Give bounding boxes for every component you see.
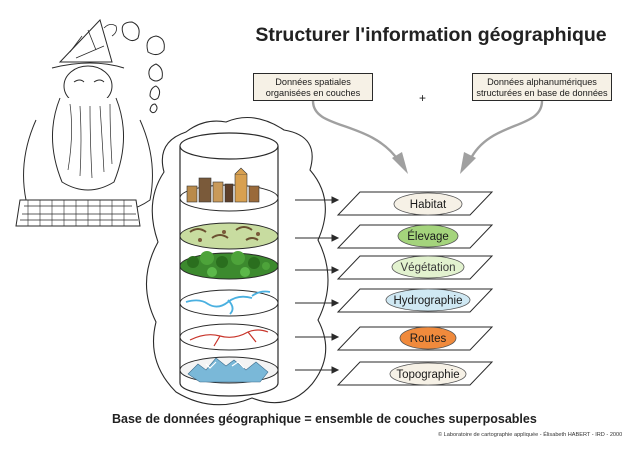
bottom-caption: Base de données géographique = ensemble … <box>112 412 537 426</box>
alphanumeric-data-box: Données alphanumériques structurées en b… <box>472 73 612 101</box>
layer-arrows <box>295 196 340 374</box>
layer-label-vegetation: Végétation <box>401 262 456 274</box>
layer-label-hydrography: Hydrographie <box>393 295 462 307</box>
layer-pill <box>385 288 471 312</box>
habitat-disc <box>179 167 279 212</box>
layer-pill <box>393 192 463 216</box>
layer-pill <box>399 326 457 350</box>
hydrography-plane: Hydrographie <box>336 288 494 313</box>
elevage-plane: Élevage <box>336 224 494 249</box>
topography-plane: Topographie <box>336 361 494 386</box>
layer-label-routes: Routes <box>410 333 447 345</box>
curved-arrows <box>311 100 544 174</box>
hydrography-disc <box>179 289 279 317</box>
wizard-illustration <box>15 19 153 227</box>
layer-label-habitat: Habitat <box>410 199 447 211</box>
credit-line: © Laboratoire de cartographie appliquée … <box>438 432 623 438</box>
layer-label-elevage: Élevage <box>407 230 449 243</box>
layer-label-topography: Topographie <box>396 369 459 381</box>
layer-pill <box>389 362 467 386</box>
elevage-disc <box>179 222 279 250</box>
page-title: Structurer l'information géographique <box>255 24 607 46</box>
speech-bubbles <box>121 21 165 114</box>
vegetation-disc <box>179 251 279 280</box>
habitat-plane: Habitat <box>336 191 494 216</box>
topography-disc <box>179 356 279 384</box>
plus-sign: + <box>419 91 427 105</box>
vegetation-plane: Végétation <box>336 255 494 280</box>
layer-planes: Habitat Élevage Végétation Hydrographie … <box>336 191 494 386</box>
layer-cylinder <box>179 132 279 397</box>
routes-plane: Routes <box>336 326 494 351</box>
routes-disc <box>179 323 279 351</box>
layer-pill <box>391 255 465 279</box>
layer-pill <box>397 224 459 248</box>
spatial-data-box: Données spatiales organisées en couches <box>253 73 373 101</box>
